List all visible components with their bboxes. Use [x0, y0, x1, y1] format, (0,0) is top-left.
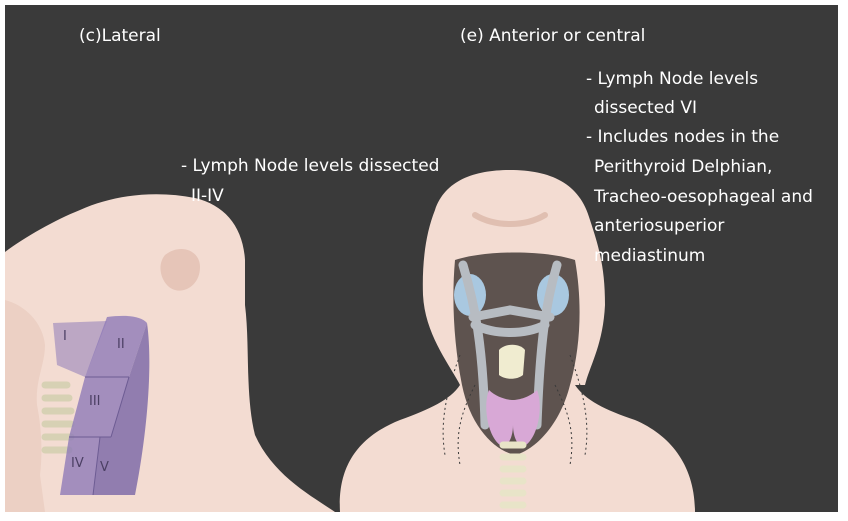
anterior-note-line-1: - Lymph Node levels — [586, 69, 759, 89]
anterior-note-line-6: anteriosuperior — [594, 216, 725, 236]
lateral-head-illustration: I II III IV V — [5, 194, 335, 512]
lateral-face-profile — [5, 300, 45, 512]
lateral-note-line-1: - Lymph Node levels dissected — [181, 156, 440, 176]
anterior-note-line-3: - Includes nodes in the — [586, 127, 780, 147]
level-label-I: I — [63, 329, 67, 344]
anterior-head-illustration — [339, 170, 695, 512]
lateral-panel-title: (c)Lateral — [79, 26, 161, 46]
level-III-zone — [69, 377, 129, 437]
level-label-V: V — [100, 460, 109, 475]
level-boundaries — [69, 376, 130, 496]
dissection-dotted-lines — [442, 354, 588, 466]
lateral-ear — [160, 248, 200, 291]
lateral-head-skin — [5, 194, 335, 512]
lateral-trachea-rings — [41, 381, 75, 454]
level-V-zone — [93, 323, 150, 495]
anterior-note-line-2: dissected VI — [594, 98, 697, 118]
anterior-trachea — [499, 441, 527, 509]
anterior-note-line-4: Perithyroid Delphian, — [594, 157, 773, 177]
neck-vessels — [458, 260, 562, 430]
level-label-II: II — [117, 337, 125, 352]
anterior-chin-nose — [472, 212, 548, 227]
anterior-note-line-5: Tracheo-oesophageal and — [594, 187, 813, 207]
thyroid-gland — [486, 390, 540, 446]
anterior-note-line-7: mediastinum — [594, 246, 706, 266]
lateral-note-line-2: II-IV — [191, 186, 224, 206]
level-label-III: III — [89, 394, 101, 409]
anterior-panel-title: (e) Anterior or central — [460, 26, 646, 46]
level-label-IV: IV — [71, 456, 84, 471]
level-IV-zone — [60, 437, 100, 495]
level-I-zone — [53, 321, 107, 377]
larynx — [499, 344, 525, 379]
neck-illustrations: I II III IV V — [5, 170, 695, 512]
diagram-canvas: I II III IV V (c)Lateral (e) Anterior or… — [5, 5, 838, 512]
level-II-zone — [85, 315, 147, 377]
